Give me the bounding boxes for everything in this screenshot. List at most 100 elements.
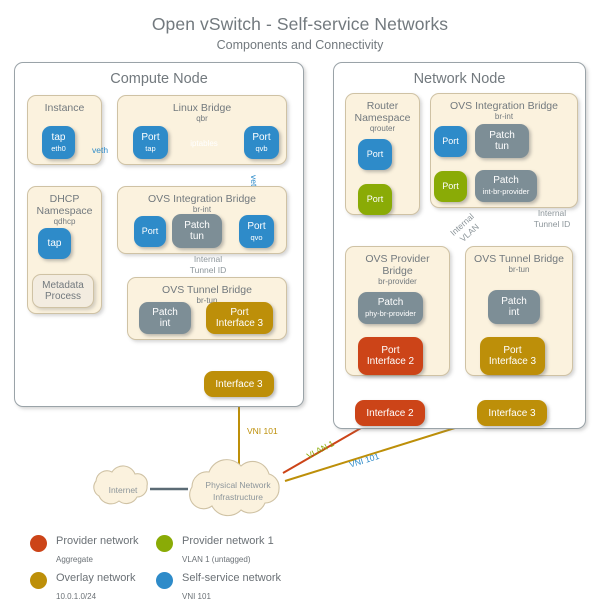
provider-port-interface2-label-2: Interface 2 bbox=[366, 356, 415, 367]
network-patch-int-br-provider-label-2: int-br-provider bbox=[482, 187, 530, 196]
network-patch-int-br-provider-label-1: Patch bbox=[493, 175, 519, 186]
vni-101-left-label: VNI 101 bbox=[247, 426, 278, 436]
port-tap-chip[interactable]: Port tap bbox=[133, 126, 168, 159]
provider-port-interface2-label-1: Port bbox=[381, 345, 400, 356]
compute-br-int-port-chip[interactable]: Port bbox=[134, 216, 166, 247]
port-tap-label-2: tap bbox=[145, 143, 156, 153]
network-interface3-label: Interface 3 bbox=[488, 407, 536, 419]
metadata-process-label-2: Process bbox=[44, 291, 82, 302]
router-port-olive-label: Port bbox=[366, 194, 384, 204]
port-qvo-chip[interactable]: Port qvo bbox=[239, 215, 274, 248]
iptables-label: iptables bbox=[190, 139, 218, 148]
linux-bridge-title: Linux Bridge qbr bbox=[118, 102, 286, 124]
provider-bridge-title-1: OVS Provider bbox=[365, 253, 430, 265]
provider-bridge-title: OVS Provider Bridge br-provider bbox=[346, 253, 449, 287]
port-tap-label-1: Port bbox=[141, 131, 160, 143]
legend-title-3: Self-service network bbox=[182, 572, 282, 584]
compute-internal-tunnel-id-2: Tunnel ID bbox=[189, 265, 227, 275]
network-br-int-port-olive-chip[interactable]: Port bbox=[434, 171, 467, 202]
compute-br-int-port-label: Port bbox=[141, 226, 159, 236]
tap-eth0-chip[interactable]: tap eth0 bbox=[42, 126, 75, 159]
metadata-process-chip[interactable]: Metadata Process bbox=[32, 274, 94, 308]
network-patch-int-chip[interactable]: Patch int bbox=[488, 290, 540, 324]
router-port-olive-chip[interactable]: Port bbox=[358, 184, 392, 215]
network-integration-bridge-subtitle: br-int bbox=[494, 112, 514, 121]
network-port-interface3-chip[interactable]: Port Interface 3 bbox=[480, 337, 545, 375]
compute-port-interface3-chip[interactable]: Port Interface 3 bbox=[206, 302, 273, 334]
dhcp-tap-chip[interactable]: tap bbox=[38, 228, 71, 259]
network-br-int-port-olive-label: Port bbox=[442, 181, 459, 191]
tap-eth0-label-1: tap bbox=[51, 131, 66, 143]
patch-phy-br-provider-label-2: phy-br-provider bbox=[365, 309, 416, 318]
dhcp-namespace-title-2: Namespace bbox=[36, 205, 93, 217]
compute-integration-bridge-subtitle: br-int bbox=[192, 205, 212, 214]
legend-sub-3: VNI 101 bbox=[182, 592, 211, 601]
network-patch-tun-chip[interactable]: Patch tun bbox=[475, 124, 529, 158]
network-port-interface3-label-2: Interface 3 bbox=[488, 356, 537, 367]
compute-internal-tunnel-id-1: Internal bbox=[193, 254, 223, 264]
legend-title-0: Provider network bbox=[56, 535, 139, 547]
compute-tunnel-bridge-title: OVS Tunnel Bridge br-tun bbox=[128, 284, 286, 306]
compute-patch-tun-label-2: tun bbox=[190, 231, 204, 242]
compute-integration-bridge-title-main: OVS Integration Bridge bbox=[148, 193, 256, 205]
router-namespace-title-1: Router bbox=[366, 100, 399, 112]
compute-internal-tunnel-id-label: Internal Tunnel ID bbox=[165, 254, 251, 276]
port-qvb-label-1: Port bbox=[252, 131, 271, 143]
network-interface2-chip[interactable]: Interface 2 bbox=[355, 400, 425, 426]
port-qvo-label-2: qvo bbox=[250, 232, 263, 242]
physical-network-label-2: Infrastructure bbox=[212, 492, 264, 502]
legend-dot-icon-3 bbox=[156, 572, 173, 589]
network-interface3-chip[interactable]: Interface 3 bbox=[477, 400, 547, 426]
patch-phy-br-provider-chip[interactable]: Patch phy-br-provider bbox=[358, 292, 423, 324]
legend-sub-0: Aggregate bbox=[56, 555, 93, 564]
compute-tunnel-bridge-title-main: OVS Tunnel Bridge bbox=[162, 284, 252, 296]
vni-101-right-label: VNI 101 bbox=[348, 451, 381, 470]
network-br-int-port-blue-label: Port bbox=[442, 136, 459, 146]
port-qvb-chip[interactable]: Port qvb bbox=[244, 126, 279, 159]
compute-patch-int-chip[interactable]: Patch int bbox=[139, 302, 191, 334]
compute-patch-tun-chip[interactable]: Patch tun bbox=[172, 214, 222, 248]
provider-bridge-subtitle: br-provider bbox=[378, 277, 417, 286]
compute-integration-bridge-title: OVS Integration Bridge br-int bbox=[118, 193, 286, 215]
compute-tunnel-bridge-subtitle: br-tun bbox=[196, 296, 218, 305]
instance-title: Instance bbox=[44, 102, 85, 114]
network-patch-tun-label-1: Patch bbox=[489, 130, 515, 141]
network-patch-int-br-provider-chip[interactable]: Patch int-br-provider bbox=[475, 170, 537, 202]
compute-patch-tun-label-1: Patch bbox=[184, 220, 210, 231]
compute-port-interface3-label-2: Interface 3 bbox=[215, 318, 264, 329]
network-patch-int-label-1: Patch bbox=[501, 296, 527, 307]
provider-bridge-title-2: Bridge bbox=[382, 265, 413, 277]
linux-bridge-title-main: Linux Bridge bbox=[172, 102, 232, 114]
page-subtitle: Components and Connectivity bbox=[216, 38, 384, 52]
router-namespace-subtitle: qrouter bbox=[369, 124, 396, 133]
network-integration-bridge-title-main: OVS Integration Bridge bbox=[450, 100, 558, 112]
provider-port-interface2-chip[interactable]: Port Interface 2 bbox=[358, 337, 423, 375]
legend-title-1: Provider network 1 bbox=[182, 535, 274, 547]
dhcp-namespace-subtitle: qdhcp bbox=[53, 217, 76, 226]
compute-patch-int-label-2: int bbox=[159, 318, 171, 329]
veth-instance-label: veth bbox=[92, 145, 109, 155]
network-internal-tunnel-id-label: Internal Tunnel ID bbox=[519, 208, 585, 230]
router-namespace-title: Router Namespace qrouter bbox=[346, 100, 419, 134]
legend-dot-icon-2 bbox=[30, 572, 47, 589]
compute-interface3-chip[interactable]: Interface 3 bbox=[204, 371, 274, 397]
router-port-blue-chip[interactable]: Port bbox=[358, 139, 392, 170]
network-patch-int-label-2: int bbox=[508, 307, 520, 318]
page-title: Open vSwitch - Self-service Networks bbox=[151, 14, 449, 34]
network-tunnel-bridge-subtitle: br-tun bbox=[508, 265, 530, 274]
compute-interface3-label: Interface 3 bbox=[215, 378, 263, 390]
tap-eth0-label-2: eth0 bbox=[51, 143, 66, 153]
compute-node-title: Compute Node bbox=[110, 71, 208, 87]
network-node-title: Network Node bbox=[413, 71, 506, 87]
internet-cloud-label: Internet bbox=[108, 485, 138, 495]
network-tunnel-bridge-title: OVS Tunnel Bridge br-tun bbox=[466, 253, 572, 275]
network-integration-bridge-title: OVS Integration Bridge br-int bbox=[431, 100, 577, 122]
vlan-1-label: VLAN 1 bbox=[305, 438, 336, 461]
network-br-int-port-blue-chip[interactable]: Port bbox=[434, 126, 467, 157]
legend-title-2: Overlay network bbox=[56, 572, 136, 584]
network-tunnel-bridge-title-main: OVS Tunnel Bridge bbox=[474, 253, 564, 265]
network-internal-tunnel-id-1: Internal bbox=[537, 208, 567, 218]
network-patch-tun-label-2: tun bbox=[495, 141, 509, 152]
router-namespace-title-2: Namespace bbox=[354, 112, 411, 124]
network-internal-tunnel-id-2: Tunnel ID bbox=[533, 219, 571, 229]
